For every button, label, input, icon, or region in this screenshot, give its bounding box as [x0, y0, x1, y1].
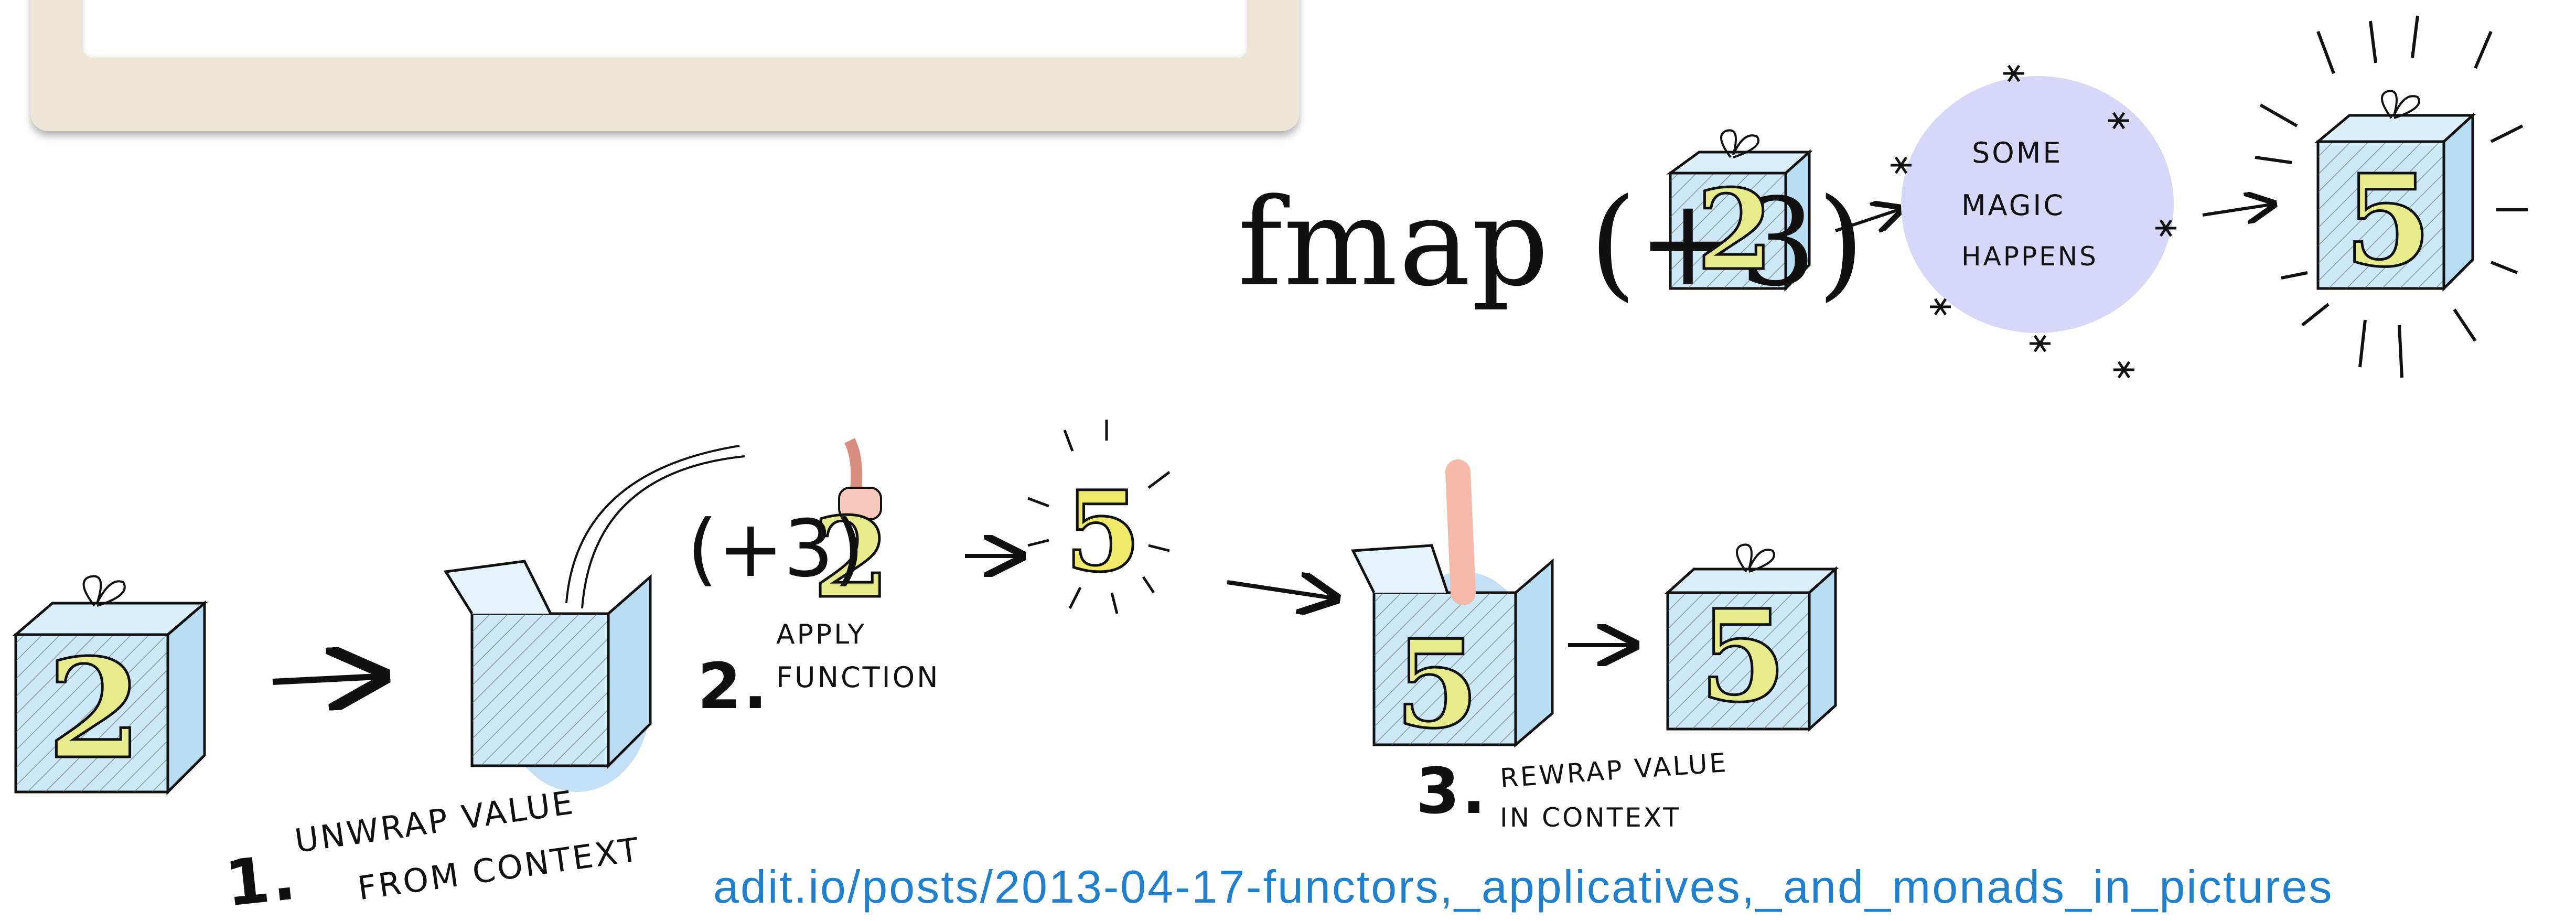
- open-box: [443, 445, 745, 792]
- magic-line-1: SOME: [1972, 136, 2063, 169]
- bottom-input-digit: 2: [46, 628, 144, 791]
- top-box-digit: 2: [1695, 164, 1776, 296]
- step2-number: 2.: [697, 650, 770, 723]
- magic-line-3: HAPPENS: [1961, 241, 2098, 272]
- arrow-step3: [1227, 582, 1332, 598]
- arrow-step1: [272, 677, 378, 682]
- result-digit: 5: [1063, 466, 1144, 598]
- final-box: [1664, 543, 1839, 732]
- sparkles: [1891, 65, 2176, 379]
- final-digit: 5: [1698, 581, 1789, 732]
- slide-card-content: [83, 0, 1247, 58]
- source-link[interactable]: adit.io/posts/2013-04-17-functors,_appli…: [713, 861, 2334, 913]
- top-output-digit: 5: [2343, 146, 2434, 296]
- step1-number: 1.: [222, 841, 301, 921]
- step3-number: 3.: [1416, 755, 1488, 828]
- result-rays: [1027, 420, 1171, 614]
- rewrap-digit: 5: [1393, 613, 1482, 757]
- apply-function-label: (+3): [687, 504, 865, 595]
- fmap-label: fmap (+3): [1238, 173, 1866, 313]
- output-rays: [2255, 15, 2528, 378]
- rewrap-box: [1351, 459, 1554, 748]
- magic-line-2: MAGIC: [1961, 189, 2066, 222]
- arrow-to-output: [2202, 205, 2271, 215]
- apply-digit: 2: [811, 492, 892, 624]
- step3-line2: IN CONTEXT: [1500, 802, 1681, 833]
- top-box-input: [1666, 129, 1813, 292]
- step2-line1: APPLY: [776, 619, 867, 650]
- apply-hand: [838, 438, 882, 520]
- top-box-output: [2314, 90, 2476, 292]
- arrow-to-magic: [1835, 210, 1898, 231]
- bottom-box-input: [12, 575, 208, 796]
- magic-cloud: [1901, 76, 2174, 333]
- slide-card: [30, 0, 1300, 131]
- step2-line2: FUNCTION: [776, 661, 940, 694]
